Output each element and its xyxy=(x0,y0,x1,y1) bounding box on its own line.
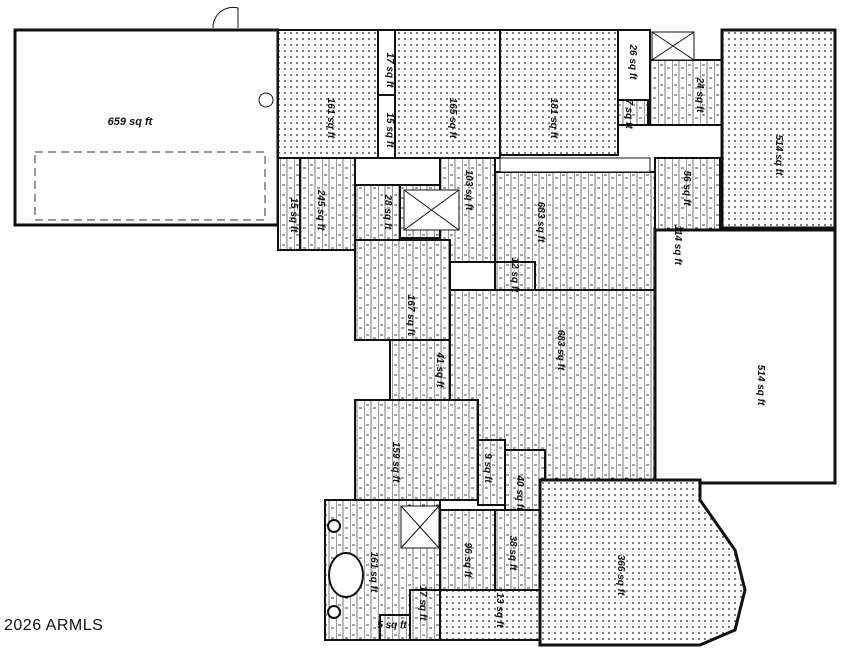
room-area-label: 12 sq ft xyxy=(509,257,520,293)
room-area-label: 56 sq ft xyxy=(681,170,692,206)
room-garage xyxy=(13,28,280,227)
bathtub-icon xyxy=(328,552,364,598)
room-area-label: 181 sq ft xyxy=(548,98,559,139)
room-area-label: 17 sq ft xyxy=(384,52,395,88)
room-bedroom-2 xyxy=(394,29,501,159)
room-area-label: 38 sq ft xyxy=(507,535,518,571)
room-area-label: 40 sq ft xyxy=(514,474,525,511)
room-area-label: 683 sq ft xyxy=(555,330,566,371)
room-area-label: 28 sq ft xyxy=(382,193,393,230)
room-master-bedroom xyxy=(538,478,747,647)
room-toilet xyxy=(409,589,441,641)
room-area-label: 161 sq ft xyxy=(368,552,379,593)
room-area-label: 683 sq ft xyxy=(535,202,546,243)
room-master-closet-2 xyxy=(494,509,546,591)
room-area-label: 41 sq ft xyxy=(434,351,445,388)
room-pantry xyxy=(654,157,721,231)
room-area-label: 514 sq ft xyxy=(755,365,766,406)
room-area-label: 7 sq ft xyxy=(623,99,634,129)
room-hall-1 xyxy=(299,157,356,251)
room-area-label: 366 sq ft xyxy=(615,555,626,596)
car-outline xyxy=(34,151,266,221)
room-area-label: 13 sq ft xyxy=(494,592,505,628)
room-area-label: 114 sq ft xyxy=(672,225,683,265)
sink-icon xyxy=(327,605,341,619)
room-area-label: 167 sq ft xyxy=(405,295,416,336)
room-vestibule xyxy=(439,589,541,641)
room-area-label: 161 sq ft xyxy=(325,98,336,139)
room-area-label: 24 sq ft xyxy=(694,76,705,113)
room-closet-4 xyxy=(617,99,649,126)
room-area-label: 659 sq ft xyxy=(108,116,154,128)
room-area-label: 165 sq ft xyxy=(447,98,458,139)
room-area-label: 5 sq ft xyxy=(377,620,407,631)
room-bedroom-1 xyxy=(277,29,379,159)
kitchen-counter xyxy=(499,157,651,173)
room-area-label: 103 sq ft xyxy=(463,170,474,211)
room-bedroom-4 xyxy=(720,28,837,230)
room-area-label: 245 sq ft xyxy=(315,189,326,231)
door-swing-icon xyxy=(212,6,239,29)
room-area-label: 9 sq ft xyxy=(482,453,493,483)
room-area-label: 514 sq ft xyxy=(773,135,784,176)
room-linen xyxy=(379,614,411,641)
room-den xyxy=(354,399,479,501)
sink-icon xyxy=(327,519,341,533)
room-area-label: 17 sq ft xyxy=(417,585,428,621)
room-area-label: 15 sq ft xyxy=(288,197,299,233)
room-area-label: 26 sq ft xyxy=(627,43,638,80)
room-area-label: 15 sq ft xyxy=(384,112,395,148)
room-area-label: 96 sq ft xyxy=(462,542,473,578)
room-patio xyxy=(653,228,837,485)
room-bath-2 xyxy=(649,59,723,126)
room-dining xyxy=(354,239,451,341)
room-master-closet-1 xyxy=(439,509,496,591)
watermark: 2026 ARMLS xyxy=(4,617,104,634)
room-area-label: 159 sq ft xyxy=(390,442,401,483)
water-heater-icon xyxy=(258,92,274,108)
fixtures xyxy=(34,6,695,619)
